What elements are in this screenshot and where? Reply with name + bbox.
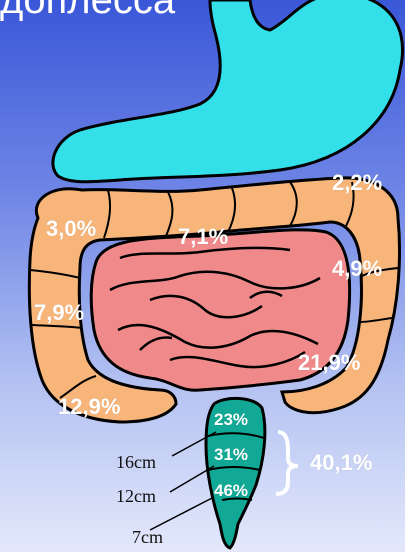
- label-hepatic-flexure: 3,0%: [46, 216, 96, 242]
- label-ascending: 7,9%: [34, 300, 84, 326]
- distance-12cm: 12cm: [116, 486, 156, 507]
- label-rectum-upper: 23%: [214, 410, 248, 430]
- rectum-brace: [276, 432, 298, 494]
- label-rectum-middle: 31%: [214, 445, 248, 465]
- label-sigmoid: 21,9%: [298, 350, 360, 376]
- stomach-shape: [53, 0, 403, 182]
- label-cecum: 12,9%: [58, 394, 120, 420]
- label-splenic-flexure: 2,2%: [332, 170, 382, 196]
- label-descending: 4,9%: [332, 256, 382, 282]
- label-rectum-lower: 46%: [214, 481, 248, 501]
- label-rectum-total: 40,1%: [310, 450, 372, 476]
- distance-7cm: 7cm: [132, 527, 163, 548]
- distance-16cm: 16cm: [116, 452, 156, 473]
- label-transverse: 7,1%: [178, 224, 228, 250]
